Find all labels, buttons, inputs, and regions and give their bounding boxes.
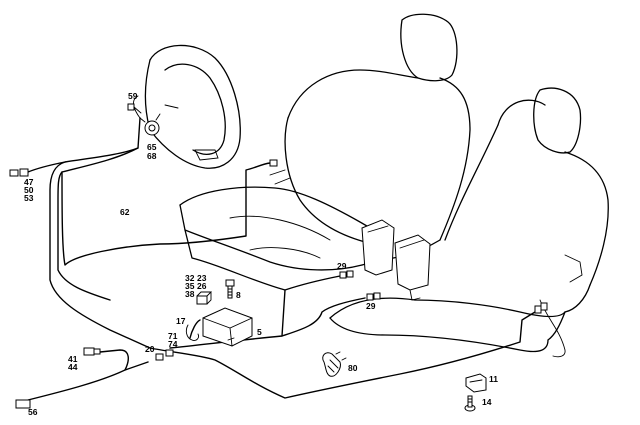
callout-59: 59 <box>128 91 138 101</box>
connector-56 <box>15 399 31 409</box>
callout-80: 80 <box>348 363 358 373</box>
callout-62: 62 <box>120 207 130 217</box>
callout-32: 32 <box>185 273 195 283</box>
callout-65: 65 <box>147 142 157 152</box>
connector-20 <box>155 353 164 361</box>
callout-labels: 59 65 68 47 50 53 62 32 23 35 26 38 8 17… <box>24 91 498 417</box>
callout-71: 71 <box>168 331 178 341</box>
bolt-8 <box>225 279 235 299</box>
callout-74: 74 <box>168 339 178 349</box>
callout-35: 35 <box>185 281 195 291</box>
callout-50: 50 <box>24 185 34 195</box>
connector-seat-front <box>269 159 278 167</box>
connector-41-44 <box>83 347 101 356</box>
screw-14 <box>464 395 476 412</box>
connector-rear-seat <box>534 302 548 314</box>
callout-11: 11 <box>489 374 498 384</box>
callout-44: 44 <box>68 362 78 372</box>
callout-38: 38 <box>185 289 195 299</box>
callout-56: 56 <box>28 407 38 417</box>
callout-5: 5 <box>257 327 262 337</box>
sensor-17 <box>185 324 199 341</box>
callout-14: 14 <box>482 397 492 407</box>
connector-47-50-53 <box>9 168 29 177</box>
rear-seat <box>329 87 609 358</box>
connector-bracket-32-38 <box>196 291 213 305</box>
callout-20: 20 <box>145 344 155 354</box>
callout-29-upper: 29 <box>337 261 347 271</box>
connector-59 <box>127 103 142 114</box>
callout-23: 23 <box>197 273 207 283</box>
callout-41: 41 <box>68 354 78 364</box>
connector-29-lower <box>366 292 381 301</box>
connector-71-74 <box>165 349 174 357</box>
callout-47: 47 <box>24 177 34 187</box>
callout-53: 53 <box>24 193 34 203</box>
callout-29-lower: 29 <box>366 301 376 311</box>
callout-26: 26 <box>197 281 207 291</box>
airbag-control-unit <box>202 307 253 347</box>
seat-belt-buckle-left <box>361 219 395 276</box>
connector-80 <box>322 351 347 377</box>
seat-belt-buckle-right <box>394 234 431 301</box>
callout-68: 68 <box>147 151 157 161</box>
clip-11 <box>465 373 487 393</box>
steering-airbag-module <box>139 113 161 136</box>
wiring-harness <box>27 117 536 401</box>
connector-29-upper <box>339 270 354 279</box>
callout-8: 8 <box>236 290 241 300</box>
callout-17: 17 <box>176 316 186 326</box>
